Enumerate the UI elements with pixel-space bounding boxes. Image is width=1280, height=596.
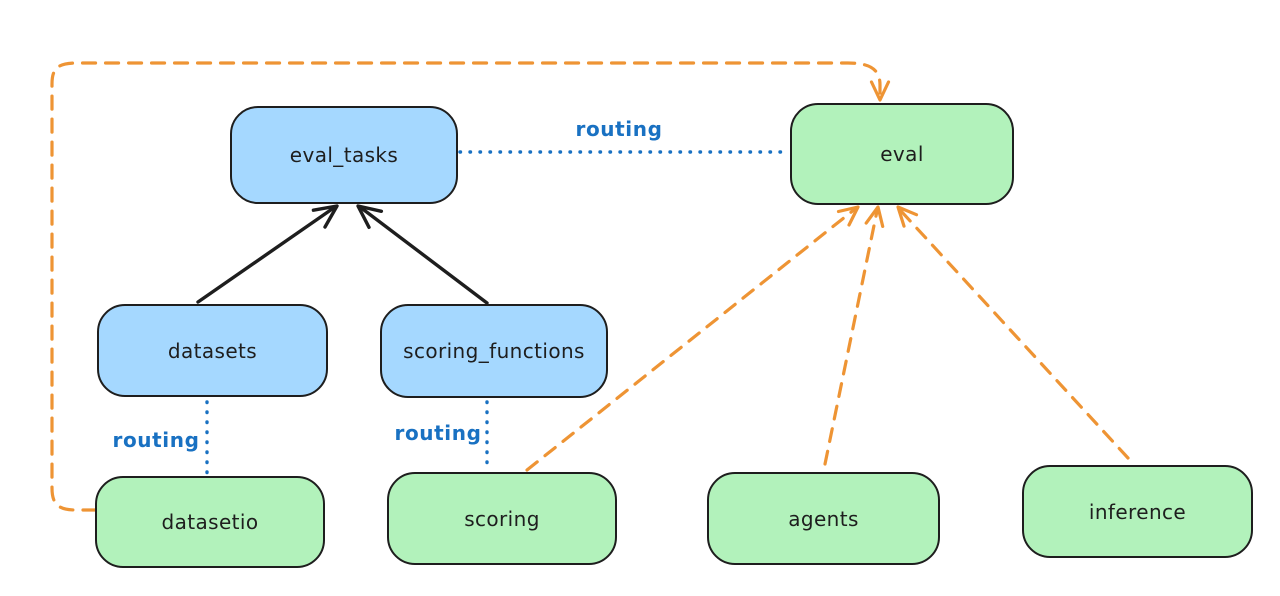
edge-scoring-to-eval-dashed — [525, 207, 857, 472]
routing-label-datasets-datasetio: routing — [112, 428, 200, 452]
node-scoring-functions-label: scoring_functions — [403, 339, 585, 363]
arrowhead-scoring-to-eval — [836, 205, 860, 227]
arrowhead-agents-to-eval — [864, 205, 885, 228]
node-scoring: scoring — [387, 472, 617, 565]
node-scoring-label: scoring — [464, 506, 540, 531]
edge-datasetio-to-eval-dashed — [50, 61, 882, 512]
node-inference-label: inference — [1088, 499, 1187, 524]
node-agents: agents — [707, 472, 940, 565]
edge-scoring-functions-to-eval-tasks — [358, 205, 489, 305]
node-eval-label: eval — [880, 142, 924, 166]
node-inference: inference — [1022, 465, 1253, 558]
node-datasetio-label: datasetio — [161, 510, 259, 534]
routing-label-scoring-functions-scoring: routing — [394, 421, 482, 445]
node-datasets: datasets — [97, 304, 328, 397]
edge-agents-to-eval-dashed — [823, 209, 879, 466]
node-scoring-functions: scoring_functions — [380, 304, 608, 398]
node-datasetio: datasetio — [95, 476, 325, 568]
node-eval: eval — [790, 103, 1014, 205]
node-datasets-label: datasets — [167, 338, 258, 363]
edge-inference-to-eval-dashed — [899, 209, 1130, 460]
node-eval-tasks: eval_tasks — [230, 106, 458, 204]
node-agents-label: agents — [788, 506, 859, 531]
node-eval-tasks-label: eval_tasks — [289, 143, 399, 167]
arrowhead-datasets-to-eval-tasks — [311, 204, 339, 229]
arrowhead-inference-to-eval — [896, 205, 919, 228]
arrowhead-datasetio-to-eval — [869, 80, 891, 102]
routing-label-eval-tasks-eval: routing — [575, 117, 663, 141]
arrowhead-scoring-functions-to-eval-tasks — [356, 204, 384, 230]
edge-datasets-to-eval-tasks — [196, 205, 337, 304]
